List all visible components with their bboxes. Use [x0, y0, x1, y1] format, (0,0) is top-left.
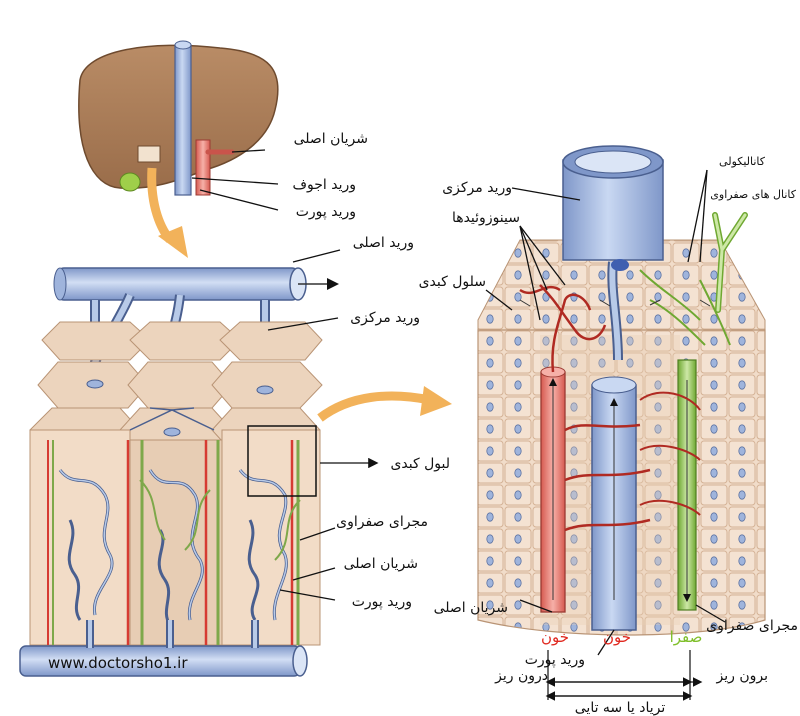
liver-organ [78, 40, 279, 196]
label-hepatic-artery-bottom: شریان اصلی [434, 600, 508, 616]
leader-artery-top [231, 149, 266, 153]
label-bile: صفرا [670, 628, 703, 646]
label-central-vein-right: ورید مرکزی [442, 180, 512, 196]
leader-main-vein [292, 249, 341, 263]
leader-canaliculi-2 [699, 169, 708, 263]
lobule-block [19, 267, 323, 677]
label-hepatic-artery-top: شریان اصلی [294, 131, 368, 147]
leader-bile-duct-right [695, 604, 726, 623]
label-liver-lobule: لبول کبدی [390, 456, 450, 472]
leader-vena-cava [191, 177, 279, 185]
leader-portal-bottom [597, 629, 615, 656]
label-blood-1: خون [541, 628, 569, 646]
label-portal-vein-top: ورید پورت [296, 204, 356, 220]
leader-bile-duct-left [299, 527, 336, 541]
website-watermark: www.doctorsho1.ir [48, 654, 188, 672]
label-outflow: برون ریز [716, 668, 769, 684]
label-hepatic-artery-left: شریان اصلی [344, 556, 418, 572]
label-sinusoids: سینوزوئیدها [452, 210, 520, 226]
leader-hepatocyte [485, 289, 513, 311]
leader-portal-left [279, 589, 336, 601]
label-hepatocyte: سلول کبدی [419, 274, 486, 290]
label-bile-duct-right: مجرای صفراوی [706, 618, 798, 634]
leader-sinusoid-3 [519, 225, 541, 321]
leader-portal-top [199, 189, 279, 211]
label-central-vein-left: ورید مرکزی [350, 310, 420, 326]
label-blood-2: خون [603, 628, 631, 646]
label-inflow: درون ریز [494, 668, 548, 684]
leader-artery-bottom [519, 599, 553, 613]
leader-sinusoid-2 [519, 225, 566, 286]
dimension-arrows [545, 650, 703, 701]
orange-arrow-left [147, 167, 188, 258]
label-vena-cava: ورید اجوف [292, 177, 356, 193]
leader-canaliculi-1 [687, 169, 708, 263]
label-triad: ترياد يا سه تايی [575, 700, 666, 716]
label-main-vein: ورید اصلی [353, 235, 414, 251]
orange-arrow-right [317, 386, 452, 422]
label-portal-vein-bottom: ورید پورت [525, 652, 585, 668]
leader-artery-left [292, 567, 336, 581]
leader-sinusoid-1 [519, 225, 548, 291]
leader-central-vein-left [267, 317, 339, 331]
label-bile-canals: کانال های صفراوی [710, 188, 796, 201]
label-bile-duct-left: مجرای صفراوی [336, 514, 428, 530]
leader-central-vein-right [511, 187, 581, 201]
label-portal-vein-left: ورید پورت [352, 594, 412, 610]
magnified-lobule [477, 145, 766, 636]
label-canaliculi: کانالیکولی [719, 155, 766, 168]
